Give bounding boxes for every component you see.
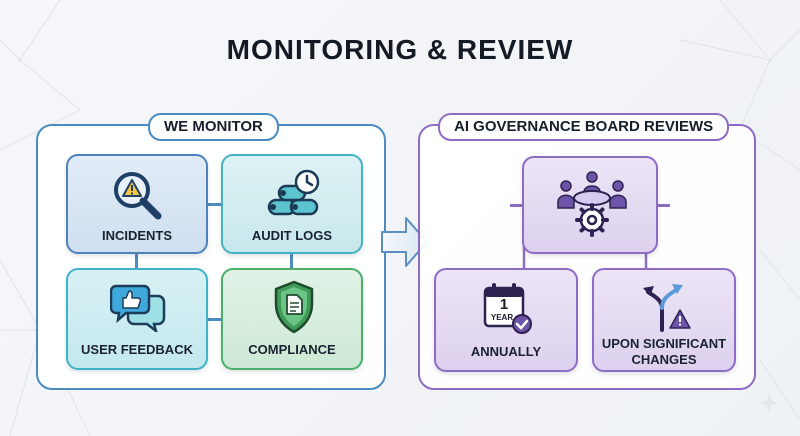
- calendar-number: 1: [499, 296, 509, 313]
- connector-board-left: [510, 204, 524, 207]
- significant-changes-card: UPON SIGNIFICANT CHANGES: [592, 268, 736, 372]
- connector-horizontal-bottom: [206, 318, 223, 321]
- significant-changes-label-line2: CHANGES: [631, 352, 697, 367]
- we-monitor-heading: WE MONITOR: [148, 113, 279, 141]
- compliance-card: COMPLIANCE: [221, 268, 363, 370]
- calendar-check-icon: 1 YEAR: [482, 282, 534, 336]
- annually-card: 1 YEAR ANNUALLY: [434, 268, 578, 372]
- board-reviews-heading: AI GOVERNANCE BOARD REVIEWS: [438, 113, 730, 141]
- user-feedback-label: USER FEEDBACK: [81, 342, 193, 357]
- thumbs-up-chat-icon: [110, 284, 166, 332]
- search-warning-icon: [114, 172, 162, 220]
- connector-vertical-right: [290, 252, 293, 270]
- shield-document-icon: [274, 280, 314, 334]
- significant-changes-label-line1: UPON SIGNIFICANT: [601, 336, 727, 351]
- connector-horizontal-top: [206, 203, 223, 206]
- connector-board-right: [656, 204, 670, 207]
- user-feedback-card: USER FEEDBACK: [66, 268, 208, 370]
- flow-arrow-icon: [381, 217, 428, 267]
- annually-label: ANNUALLY: [470, 344, 542, 359]
- meeting-gear-icon: [557, 171, 627, 237]
- page-title: MONITORING & REVIEW: [226, 34, 574, 65]
- logs-clock-icon: [267, 169, 320, 216]
- incidents-label: INCIDENTS: [101, 228, 173, 243]
- audit-logs-label: AUDIT LOGS: [251, 228, 333, 243]
- governance-board-card: [522, 156, 658, 254]
- incidents-card: INCIDENTS: [66, 154, 208, 254]
- diverging-arrows-warning-icon: [643, 284, 691, 332]
- calendar-unit: YEAR: [490, 313, 514, 322]
- audit-logs-card: AUDIT LOGS: [221, 154, 363, 254]
- connector-vertical-left: [135, 252, 138, 270]
- sparkle-icon: [759, 393, 779, 413]
- compliance-label: COMPLIANCE: [248, 342, 336, 357]
